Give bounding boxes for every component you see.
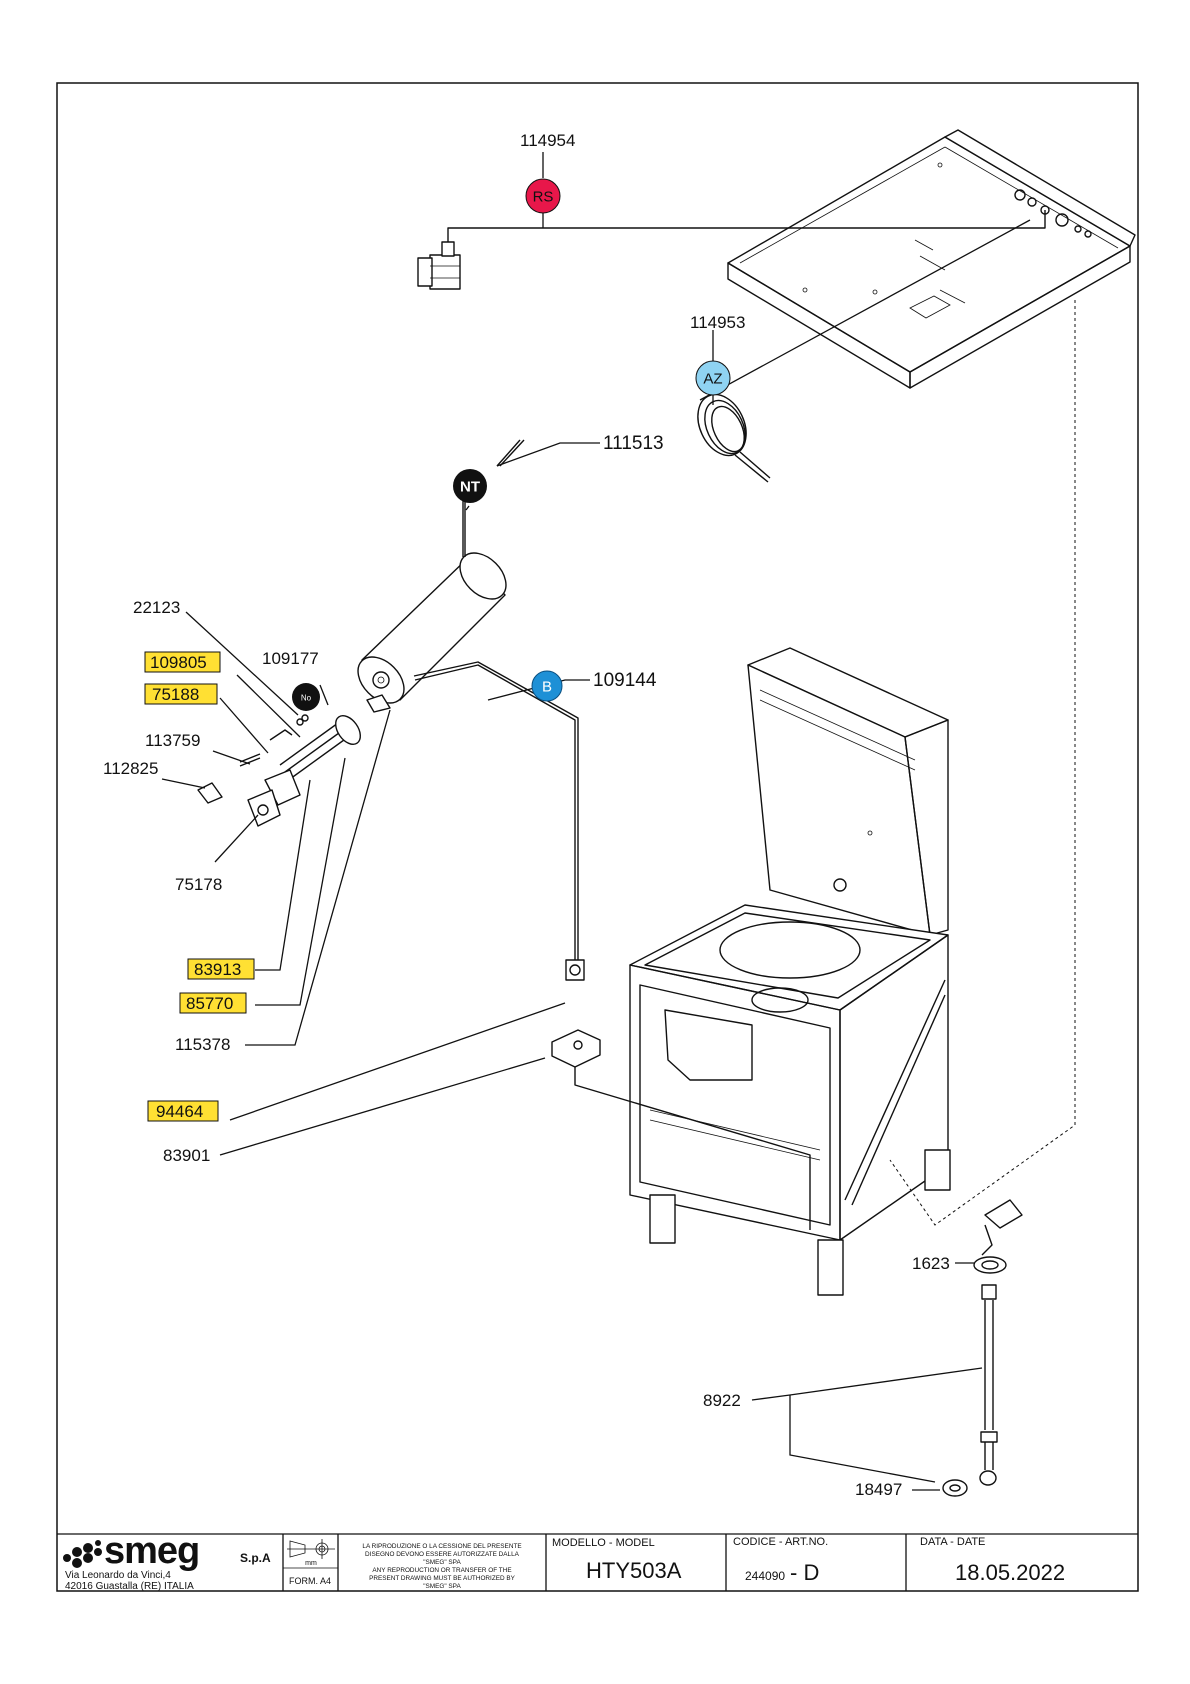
title-block: smeg S.p.A Via Leonardo da Vinci,4 42016… (57, 1530, 1138, 1592)
part-label-8922: 8922 (703, 1391, 741, 1410)
brand-suffix: S.p.A (240, 1551, 271, 1565)
part-label-75178: 75178 (175, 875, 222, 894)
model-value: HTY503A (586, 1558, 682, 1583)
notice-line-3: "SMEG" SPA (423, 1559, 461, 1566)
part-label-115378: 115378 (175, 1035, 230, 1054)
part-label-112825: 112825 (103, 759, 158, 778)
part-highlight-75188 (144, 683, 218, 705)
drawing-frame (56, 82, 1139, 1592)
heating-element-drawing (197, 714, 362, 827)
svg-text:No: No (301, 694, 312, 703)
notice-line-4: ANY REPRODUCTION OR TRANSFER OF THE (372, 1567, 511, 1574)
svg-text:B: B (542, 679, 552, 696)
svg-text:NT: NT (460, 479, 480, 496)
projection-unit: mm (305, 1560, 317, 1567)
part-label-113759: 113759 (145, 731, 200, 750)
code-revision: - D (790, 1560, 819, 1585)
notice-line-5: PRESENT DRAWING MUST BE AUTHORIZED BY (369, 1575, 516, 1582)
control-panel-drawing (727, 129, 1136, 389)
projection-symbol-icon (287, 1539, 335, 1559)
part-label-109144: 109144 (593, 670, 657, 691)
drain-hose-drawing (942, 1199, 1023, 1497)
badge-nt: NT (453, 469, 487, 503)
address-line-2: 42016 Guastalla (RE) ITALIA (65, 1581, 194, 1592)
part-highlight-109805 (144, 651, 221, 673)
brand-name: smeg (104, 1530, 199, 1572)
part-label-1623: 1623 (912, 1254, 950, 1273)
part-label-111513: 111513 (603, 433, 664, 454)
part-label-75188: 75188 (152, 685, 199, 704)
part-label-22123: 22123 (133, 598, 180, 617)
badge-no: No (292, 683, 320, 711)
badge-b: B (531, 670, 563, 702)
part-label-114953: 114953 (690, 313, 745, 332)
address-line-1: Via Leonardo da Vinci,4 (65, 1570, 171, 1581)
badge-az: AZ (695, 360, 731, 396)
thermostat-drawing (417, 210, 1046, 290)
part-label-109177: 109177 (262, 649, 319, 668)
smeg-logo-mark (63, 1540, 102, 1568)
part-highlight-85770 (179, 992, 247, 1014)
model-label: MODELLO - MODEL (552, 1537, 655, 1549)
date-label: DATA - DATE (920, 1536, 985, 1548)
part-label-85770: 85770 (186, 994, 233, 1013)
part-label-83901: 83901 (163, 1146, 210, 1165)
part-label-114954: 114954 (520, 131, 575, 150)
dishwasher-cabinet-drawing (629, 300, 1076, 1296)
part-highlight-83913 (187, 958, 255, 980)
notice-line-2: DISEGNO DEVONO ESSERE AUTORIZZATE DALLA (365, 1551, 520, 1558)
part-label-18497: 18497 (855, 1480, 902, 1499)
badge-rs: RS (525, 178, 561, 214)
code-label: CODICE - ART.NO. (733, 1536, 828, 1548)
notice-line-1: LA RIPRODUZIONE O LA CESSIONE DEL PRESEN… (362, 1543, 521, 1550)
part-labels: 114954 114953 111513 109144 22123 109805… (103, 131, 950, 1499)
svg-text:RS: RS (533, 189, 554, 206)
format-label: FORM. A4 (289, 1576, 331, 1586)
part-label-94464: 94464 (156, 1102, 203, 1121)
part-highlight-94464 (147, 1100, 219, 1122)
svg-text:AZ: AZ (703, 371, 722, 388)
date-value: 18.05.2022 (955, 1560, 1065, 1585)
part-label-83913: 83913 (194, 960, 241, 979)
solenoid-valve-drawing (551, 959, 811, 1230)
part-label-109805: 109805 (150, 653, 207, 672)
code-value: 244090 (745, 1569, 785, 1583)
leader-lines (161, 152, 983, 1491)
notice-line-6: "SMEG" SPA (423, 1583, 461, 1590)
